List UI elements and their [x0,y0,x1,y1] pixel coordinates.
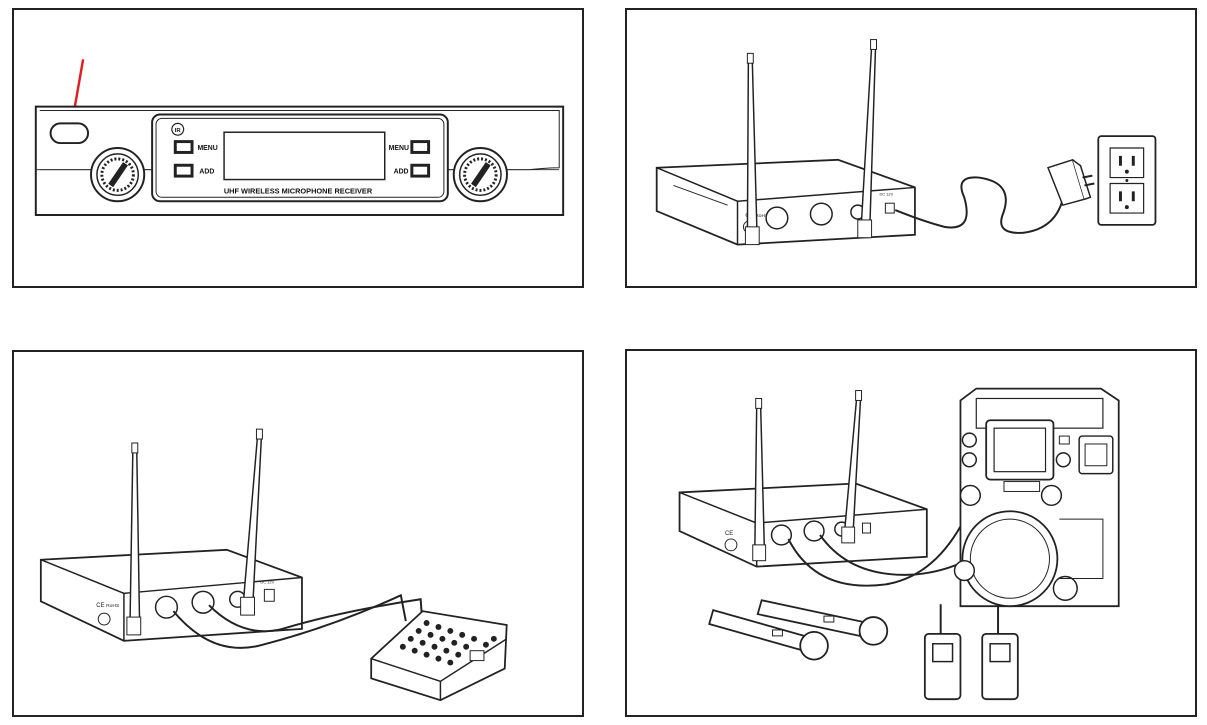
receiver-front [34,105,565,217]
volume-knob-icon [90,147,146,203]
ce-mark: CE [96,603,104,609]
karaoke-connection-svg: CE [678,387,1120,701]
volume-knob-icon [452,147,508,203]
mixer-connection-svg: CE RoHS DC 12V [39,428,508,702]
wall-outlet-icon [1097,135,1157,226]
rohs-mark: RoHS [755,213,769,219]
antenna-icon [841,390,863,544]
antenna-icon [744,52,760,246]
bodypack-transmitter-icon [923,604,962,701]
power-button-icon [49,122,90,145]
dc-in-label: DC 12V [879,191,893,196]
menu-label-left: MENU [197,145,217,152]
rohs-mark: RoHS [106,603,120,609]
karaoke-machine-icon [953,387,1120,608]
add-label-left: ADD [199,169,214,176]
receiver-rear: CE RoHS DC 12V [655,158,916,246]
ce-mark: CE [725,531,733,537]
dc-in-label: DC 12V [260,579,274,584]
brand-logo: IR [175,128,182,134]
front-panel-diagram: IR MENU ADD MENU ADD UHF WIRELESS MICROP… [12,8,584,288]
add-label-right: ADD [394,169,409,176]
mixer-connection-diagram: CE RoHS DC 12V [12,350,584,717]
antenna-icon [752,397,767,562]
antenna-icon [857,39,877,239]
power-connection-svg: CE RoHS DC 12V [655,39,1157,246]
power-adapter-icon [1047,158,1095,207]
antenna-icon [126,442,142,636]
bodypack-transmitter-icon [981,604,1019,701]
receiver-rear: CE [678,482,928,568]
karaoke-connection-diagram: CE [625,349,1197,717]
front-panel-svg: IR MENU ADD MENU ADD UHF WIRELESS MICROP… [34,59,565,217]
menu-label-right: MENU [389,145,409,152]
receiver-rear: CE RoHS DC 12V [39,548,303,642]
microphone-icon [708,609,829,661]
receiver-label: UHF WIRELESS MICROPHONE RECEIVER [224,186,373,195]
mixer-icon [370,610,508,702]
antenna-icon [240,428,263,616]
microphone-icon [756,599,889,646]
power-connection-diagram: CE RoHS DC 12V [625,8,1197,288]
